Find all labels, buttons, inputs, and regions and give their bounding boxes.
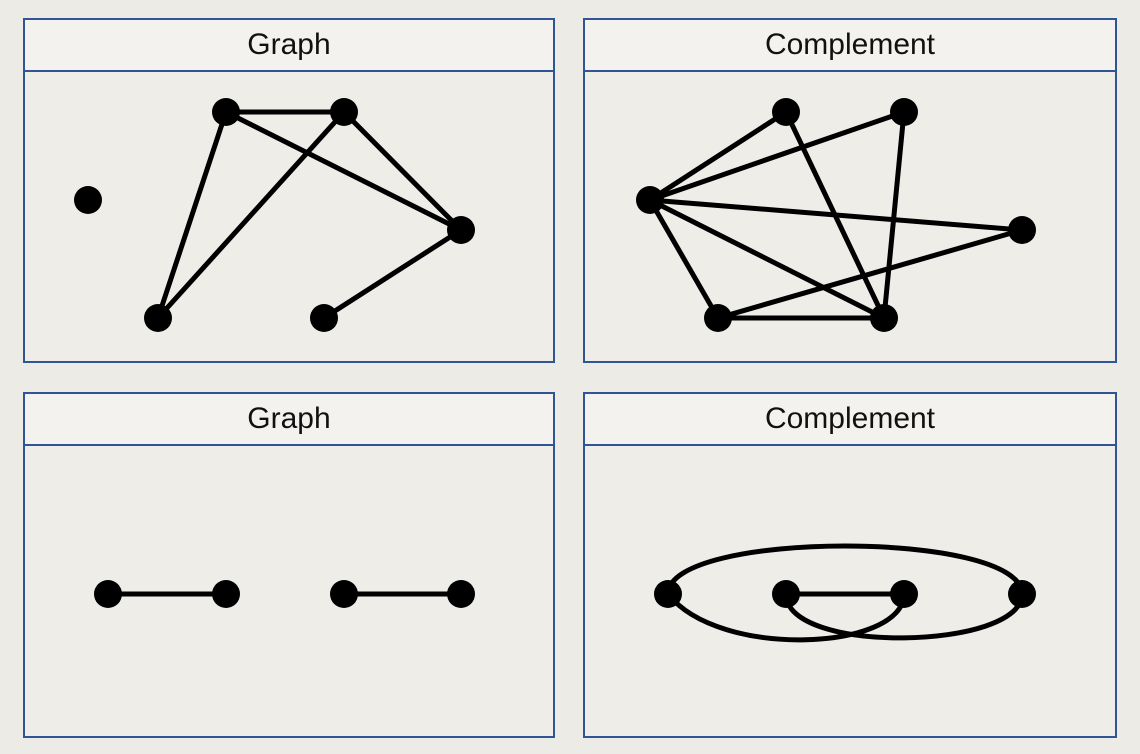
vertex: [144, 304, 172, 332]
vertex: [74, 186, 102, 214]
vertex: [212, 98, 240, 126]
edge: [665, 543, 1025, 597]
vertex: [636, 186, 664, 214]
edge: [783, 109, 887, 321]
vertex: [1008, 580, 1036, 608]
panel-title-graph-2: Graph: [23, 392, 555, 446]
edge: [783, 591, 1025, 641]
edge: [155, 109, 347, 321]
panel-title-complement-1: Complement: [583, 18, 1117, 72]
vertex: [330, 98, 358, 126]
edge: [881, 109, 907, 321]
panel-title-complement-2: Complement: [583, 392, 1117, 446]
edge: [715, 227, 1025, 321]
vertex: [447, 216, 475, 244]
edge: [223, 109, 464, 233]
vertex: [772, 580, 800, 608]
vertex: [870, 304, 898, 332]
vertex: [772, 98, 800, 126]
vertex: [1008, 216, 1036, 244]
edge: [647, 109, 907, 203]
edge: [647, 197, 721, 321]
edge: [341, 109, 464, 233]
vertex: [330, 580, 358, 608]
edge: [647, 197, 887, 321]
panel-title-graph-1: Graph: [23, 18, 555, 72]
vertex: [310, 304, 338, 332]
vertex: [704, 304, 732, 332]
vertex: [94, 580, 122, 608]
vertex: [212, 580, 240, 608]
edge: [321, 227, 464, 321]
vertex: [890, 98, 918, 126]
vertex: [654, 580, 682, 608]
vertex: [890, 580, 918, 608]
vertex: [447, 580, 475, 608]
edge: [647, 109, 789, 203]
edge: [155, 109, 229, 321]
edge: [665, 591, 907, 643]
